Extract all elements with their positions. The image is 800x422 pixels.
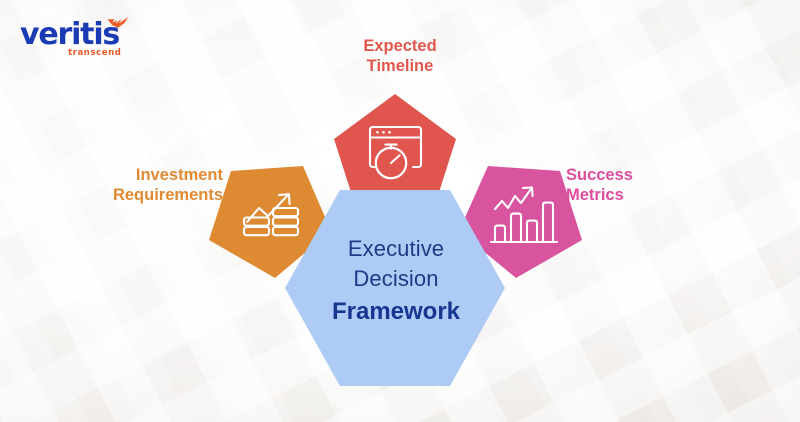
label-investment-requirements: Investment Requirements bbox=[112, 166, 223, 205]
hexagon-emphasis-line: Framework bbox=[331, 297, 461, 325]
brand-logo: veritis transcend bbox=[20, 14, 140, 62]
node-investment-requirements[interactable] bbox=[209, 166, 331, 278]
veritis-bird-mark-icon bbox=[106, 16, 130, 30]
node-success-metrics[interactable] bbox=[459, 166, 582, 278]
hexagon-line-1: Executive bbox=[347, 236, 445, 261]
coins-growth-arrow-icon bbox=[242, 193, 300, 237]
brand-tagline: transcend bbox=[68, 48, 122, 58]
label-expected-timeline: Expected Timeline bbox=[363, 37, 437, 76]
hexagon-line-2: Decision bbox=[353, 266, 439, 292]
center-hexagon[interactable] bbox=[285, 190, 505, 386]
node-expected-timeline[interactable] bbox=[334, 94, 456, 211]
center-hexagon-text: Executive Decision Framework bbox=[296, 234, 496, 328]
brand-name: veritis bbox=[20, 17, 120, 52]
hexagon-shape bbox=[285, 190, 505, 386]
label-success-metrics: Success Metrics bbox=[566, 166, 633, 205]
browser-stopwatch-icon bbox=[368, 125, 423, 180]
bar-chart-growth-arrow-icon bbox=[489, 186, 559, 244]
